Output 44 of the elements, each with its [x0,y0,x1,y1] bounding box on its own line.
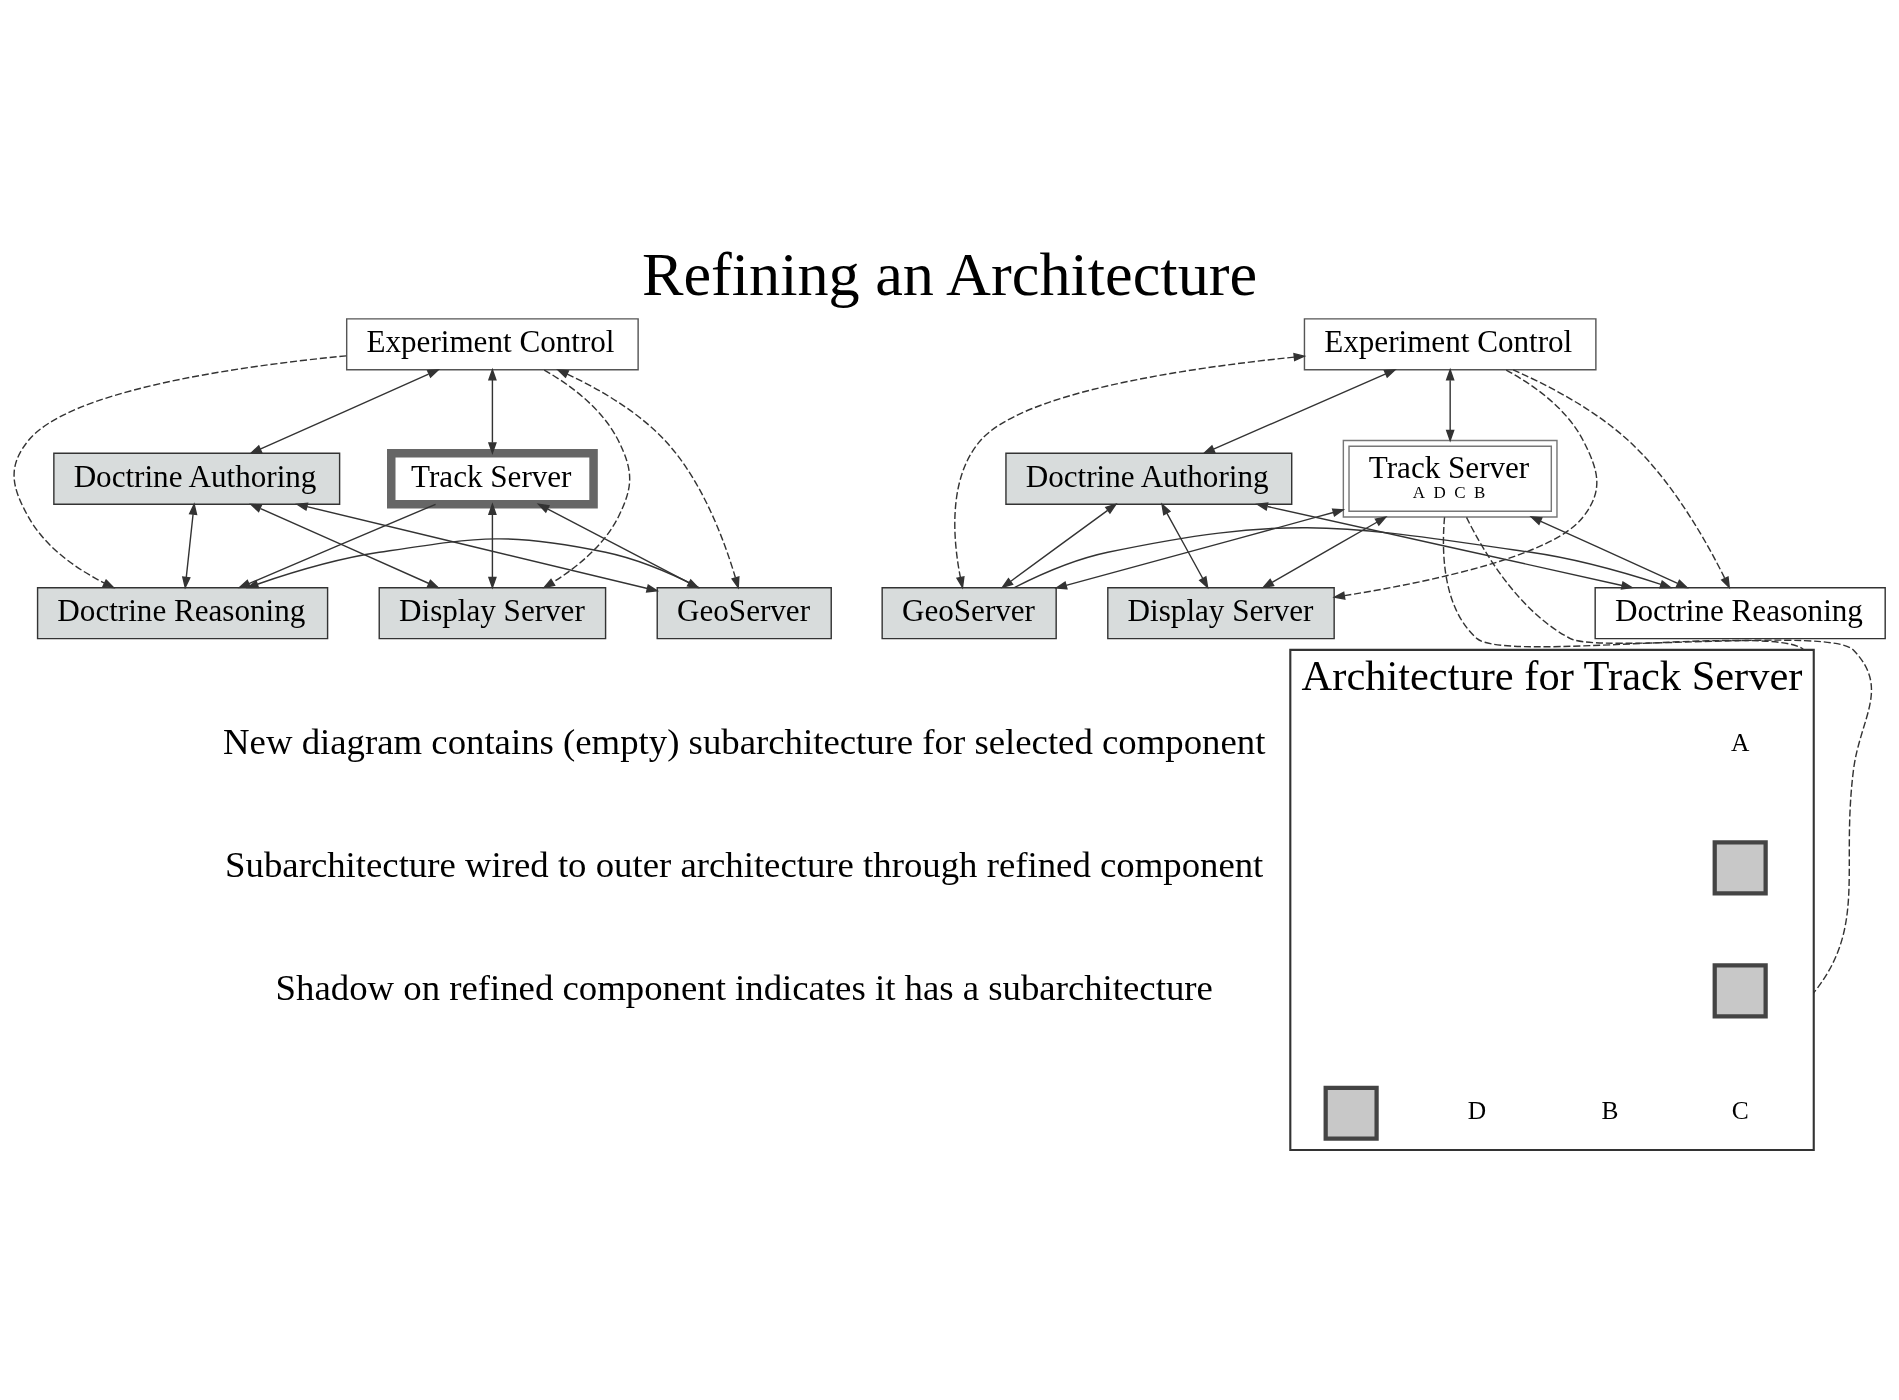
node-box: Doctrine Authoring [1005,452,1293,505]
node-box: Display Server [378,586,607,639]
arrow [1013,526,1673,588]
arrow [487,367,497,455]
arrow [13,354,347,589]
arrow [1512,368,1731,589]
label: A [1730,727,1750,757]
arrow [1445,367,1455,443]
connector [1465,516,1873,994]
label: New diagram contains (empty) subarchitecture for selected component [223,720,1266,762]
connector [1442,516,1805,651]
node-box [1323,1085,1379,1141]
node-box [1712,962,1768,1018]
node-box: GeoServer [656,586,832,639]
label: Shadow on refined component indicates it has a subarchitecture [275,966,1213,1008]
label: Subarchitecture wired to outer architecture through refined component [225,843,1264,885]
arrow [1161,501,1209,589]
arrow [1000,502,1118,589]
label: C [1731,1095,1749,1125]
arrow [181,501,198,589]
node-box: Experiment Control [1303,317,1597,370]
arrow [954,352,1307,589]
node-box: Doctrine Reasoning [1594,586,1886,639]
arrow [295,501,660,593]
label: B [1601,1095,1619,1125]
node-box [1712,839,1768,895]
arrow [487,501,497,589]
node-box: Display Server [1107,586,1335,639]
label: D [1467,1095,1487,1125]
arrow [1255,501,1634,590]
arrow [1054,507,1346,590]
node-box: Experiment Control [346,317,639,370]
node-box: Doctrine Reasoning [36,586,329,639]
node-box: Track Server [387,448,598,508]
node-box: Doctrine Authoring [53,452,341,505]
arrow [1261,515,1388,588]
arrow [1529,515,1689,588]
node-box: Track Server A D C B [1342,439,1558,518]
diagram-title: Refining an Architecture [641,239,1258,308]
arrow [1202,368,1397,454]
arrow [1332,368,1598,600]
arrow [249,368,441,454]
arrow [542,368,631,589]
node-box: GeoServer [881,586,1057,639]
